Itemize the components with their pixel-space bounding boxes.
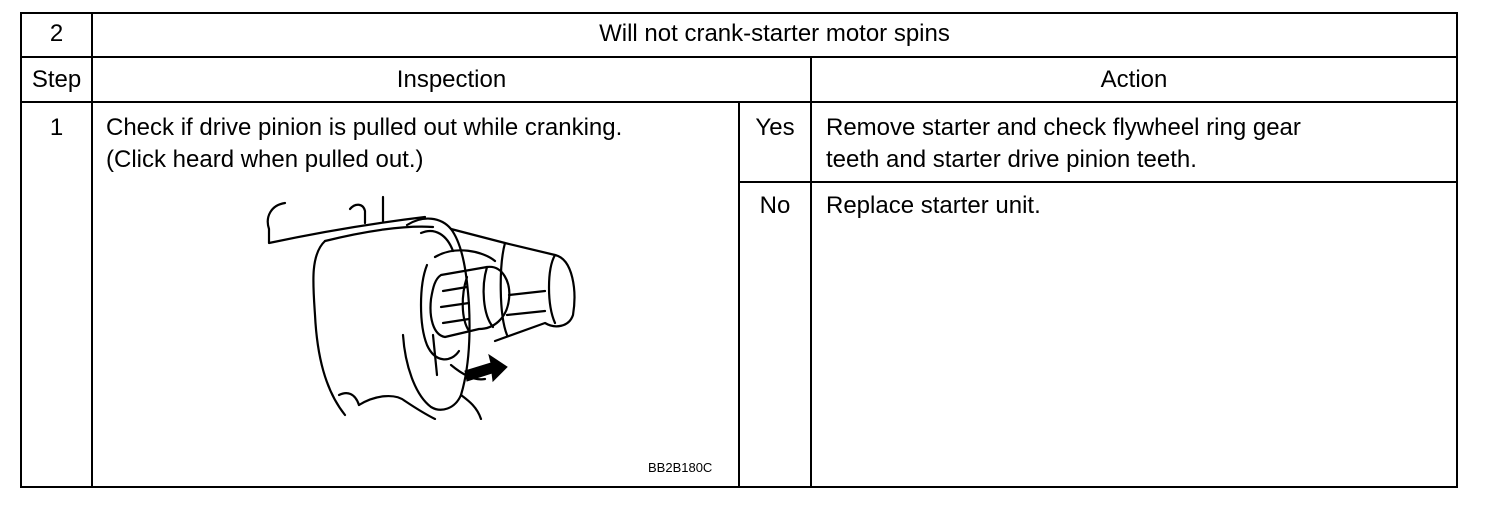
answer-no-label: No [759,192,791,219]
column-header-inspection: Inspection [396,66,507,93]
rule-inspection-action-divider [810,57,812,488]
column-header-step: Step [31,66,82,93]
answer-yes-label: Yes [755,114,795,141]
rule-number-divider [91,12,93,488]
yes-action-line-1: Remove starter and check flywheel ring g… [826,114,1301,141]
rule-image-answer-divider [738,102,740,488]
no-action-text: Replace starter unit. [826,192,1041,219]
step-number: 1 [49,114,64,141]
rule-yes-no-divider [738,181,1458,183]
problem-number: 2 [49,20,64,47]
figure-code: BB2B180C [648,460,713,475]
yes-action-line-2: teeth and starter drive pinion teeth. [826,146,1197,173]
inspection-text-line-2: (Click heard when pulled out.) [106,146,424,173]
problem-title: Will not crank-starter motor spins [599,20,950,47]
inspection-text-line-1: Check if drive pinion is pulled out whil… [106,114,623,141]
column-header-action: Action [1100,66,1168,93]
starter-drive-pinion-icon [266,195,576,420]
rule-header-bottom [20,56,1458,58]
